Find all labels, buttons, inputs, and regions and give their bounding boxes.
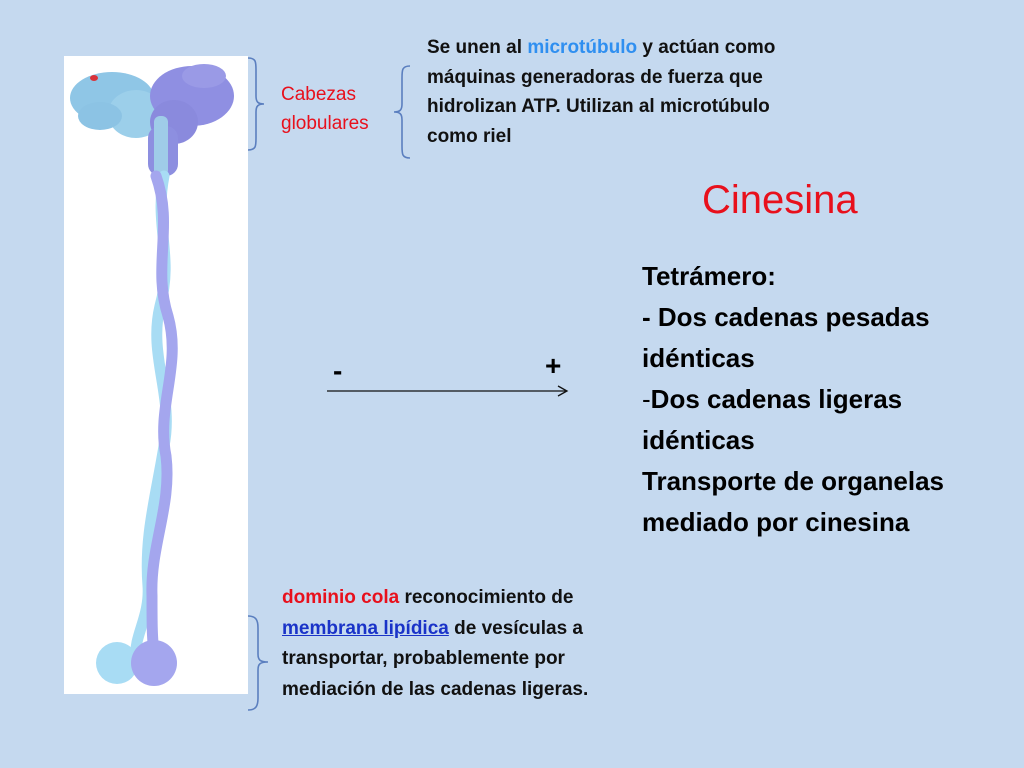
composition-line-transport: Transporte de organelas mediado por cine… — [642, 466, 944, 537]
light-chains-prefix: - — [642, 384, 651, 414]
coiled-coil-stalk — [130, 170, 178, 662]
heads-desc-part1: Se unen al — [427, 37, 528, 58]
plus-end-label: + — [545, 350, 562, 381]
microtubule-term: microtúbulo — [527, 37, 638, 58]
heads-label-line2: globulares — [281, 113, 369, 134]
composition-line-tetramer: Tetrámero: — [642, 261, 776, 291]
minus-end-label: - — [333, 355, 343, 386]
heads-desc-part2: y actúan como máquinas generadoras de fu… — [427, 37, 776, 147]
heads-bracket-left — [247, 57, 265, 151]
tail-domain-term: dominio cola — [282, 587, 400, 608]
kinesin-molecule-illustration — [70, 64, 234, 686]
heads-label: Cabezas globulares — [281, 80, 401, 138]
polarity-arrow — [327, 385, 569, 397]
tail-desc-part1: reconocimiento de — [399, 587, 574, 608]
globular-heads — [70, 64, 234, 176]
composition-text: Tetrámero: - Dos cadenas pesadas idéntic… — [642, 256, 1002, 543]
tail-desc-part2: de vesículas a transportar, probablement… — [282, 617, 589, 700]
light-chains-text: Dos cadenas ligeras idénticas — [642, 384, 903, 455]
heads-description: Se unen al microtúbulo y actúan como máq… — [427, 33, 807, 151]
slide-title: Cinesina — [702, 178, 858, 222]
tail-bracket — [247, 615, 269, 711]
composition-line-light-chains: -Dos cadenas ligeras idénticas — [642, 379, 1002, 461]
kinesin-figure — [64, 56, 248, 694]
lipid-membrane-link[interactable]: membrana lipídica — [282, 617, 449, 639]
tail-description: dominio cola reconocimiento de membrana … — [282, 583, 622, 705]
composition-line-heavy-chains: - Dos cadenas pesadas idénticas — [642, 302, 930, 373]
heads-bracket-right — [393, 65, 411, 159]
heads-label-line1: Cabezas — [281, 84, 356, 105]
tail-globules — [96, 640, 177, 686]
